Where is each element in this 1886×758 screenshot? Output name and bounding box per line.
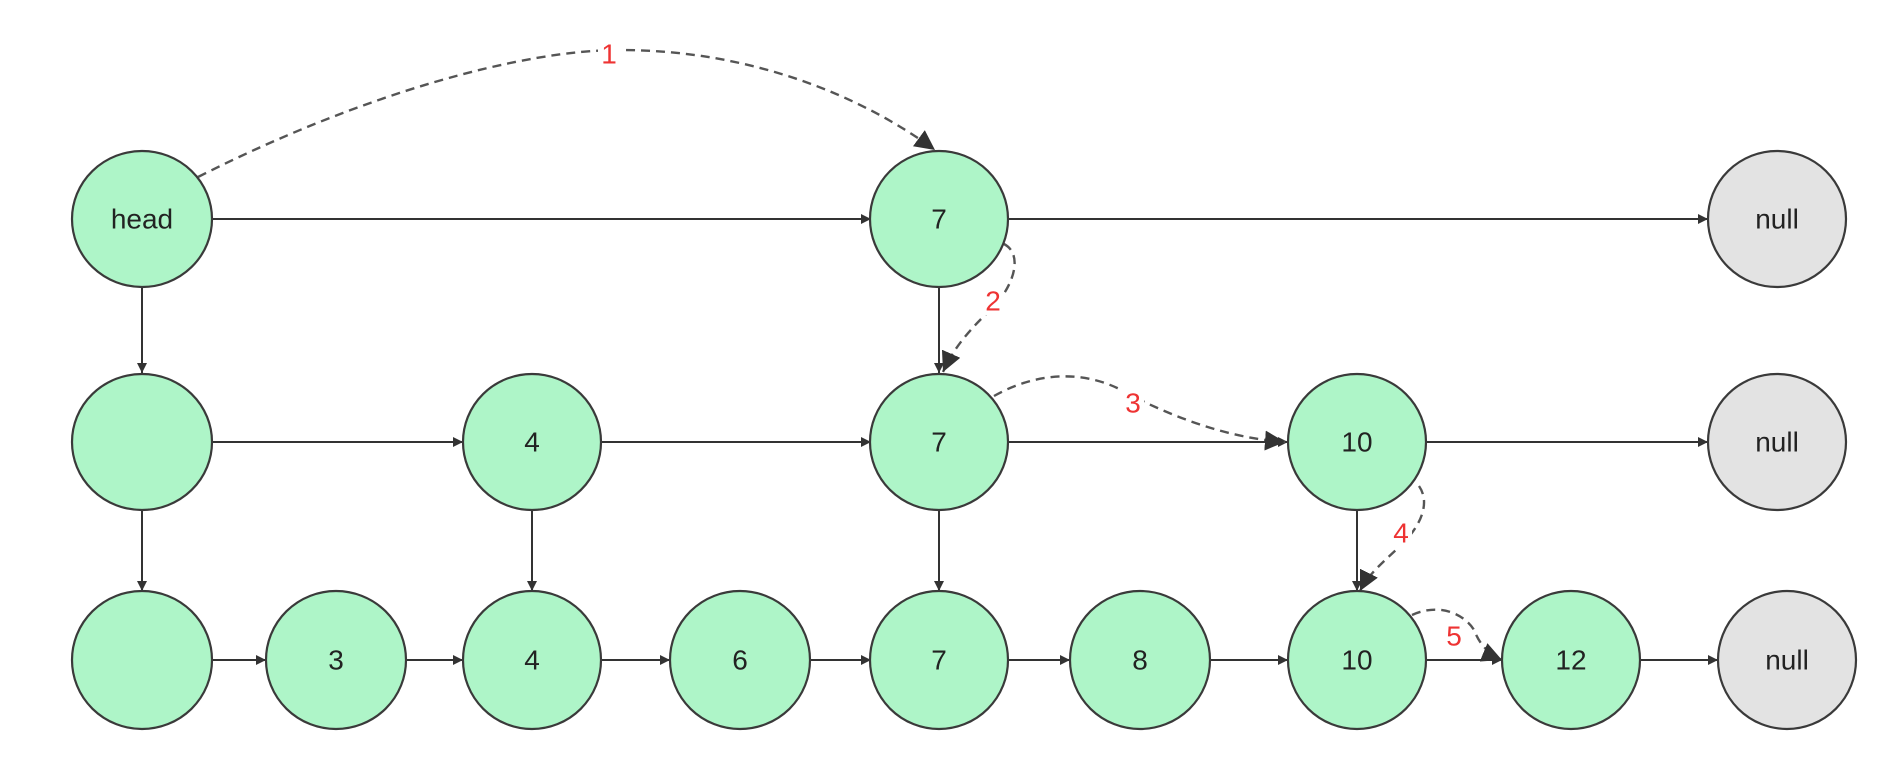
node-label: null xyxy=(1765,645,1809,676)
search-step-4-label: 4 xyxy=(1393,518,1409,549)
search-path-layer xyxy=(197,48,1503,662)
node-layer: head 7 null 4 7 10 null xyxy=(70,149,1858,731)
search-step-5-label: 5 xyxy=(1446,621,1462,652)
node-4-level-1: 4 xyxy=(461,372,603,512)
node-7-level-2: 7 xyxy=(868,589,1010,731)
node-label: 4 xyxy=(524,427,540,458)
node-7-level-1: 7 xyxy=(868,372,1010,512)
node-8-level-2: 8 xyxy=(1068,589,1212,731)
node-blank-level-2 xyxy=(70,589,214,731)
node-null-level-2: null xyxy=(1716,589,1858,731)
node-7-level-0: 7 xyxy=(868,149,1010,289)
node-12-level-2: 12 xyxy=(1500,589,1642,731)
node-null-level-0: null xyxy=(1706,149,1848,289)
node-label: 8 xyxy=(1132,645,1148,676)
node-label: 4 xyxy=(524,645,540,676)
node-10-level-2: 10 xyxy=(1286,589,1428,731)
search-step-5-path xyxy=(1411,608,1503,662)
node-label: 7 xyxy=(931,427,947,458)
node-label: null xyxy=(1755,204,1799,235)
node-10-level-1: 10 xyxy=(1286,372,1428,512)
search-step-1-label: 1 xyxy=(601,39,617,70)
node-null-level-1: null xyxy=(1706,372,1848,512)
node-label: 6 xyxy=(732,645,748,676)
node-label: 12 xyxy=(1555,645,1586,676)
node-label: head xyxy=(111,204,173,235)
search-step-4-path xyxy=(1358,485,1426,592)
edge-layer xyxy=(137,214,1718,665)
node-label: null xyxy=(1755,427,1799,458)
node-label: 10 xyxy=(1341,427,1372,458)
step-label-layer: 1 2 3 4 5 xyxy=(598,38,1465,652)
node-label: 7 xyxy=(931,204,947,235)
node-label: 3 xyxy=(328,645,344,676)
node-label: 10 xyxy=(1341,645,1372,676)
search-step-2-label: 2 xyxy=(985,286,1001,317)
node-3-level-2: 3 xyxy=(264,589,408,731)
node-4-level-2: 4 xyxy=(461,589,603,731)
node-blank-level-1 xyxy=(70,372,214,512)
node-6-level-2: 6 xyxy=(668,589,812,731)
node-label: 7 xyxy=(931,645,947,676)
search-step-1-path xyxy=(197,48,936,179)
search-step-3-label: 3 xyxy=(1125,388,1141,419)
node-head-level-0: head xyxy=(70,149,214,289)
